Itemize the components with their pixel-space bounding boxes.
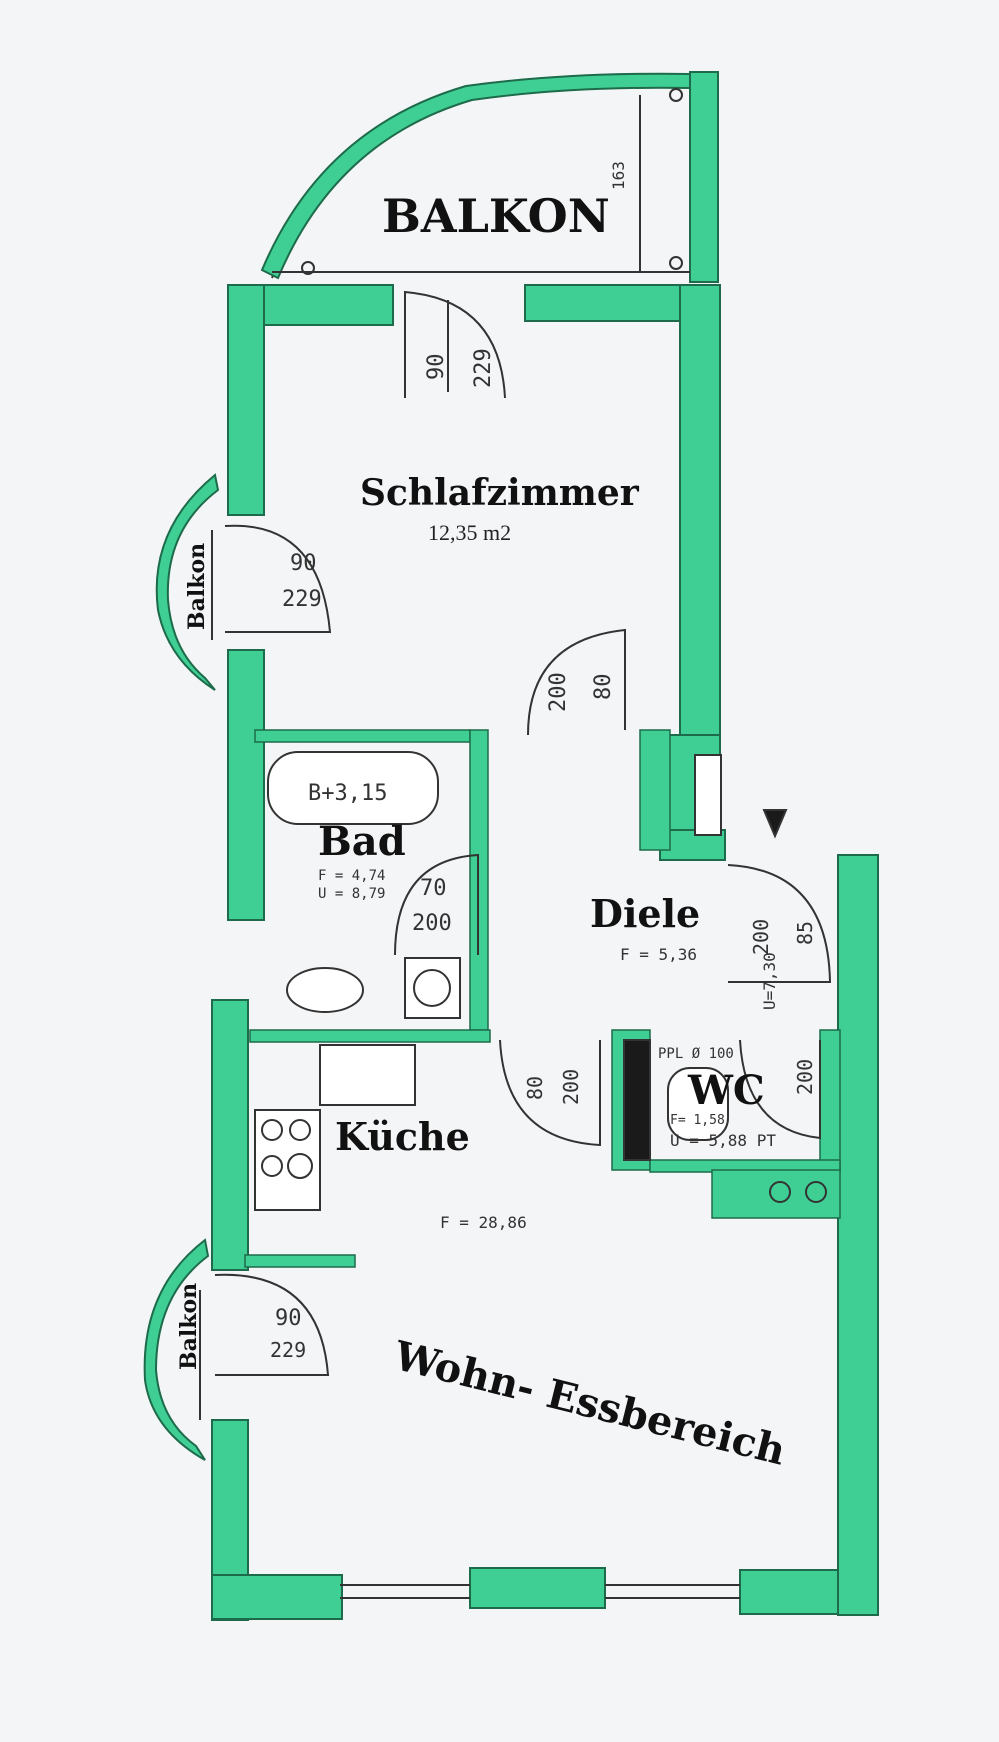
door-wc-height: 200 — [793, 1059, 817, 1095]
balkon-dimension: 163 — [609, 161, 628, 190]
kitchen-sink-icon — [319, 1044, 416, 1106]
wohn-label: Wohn- Essbereich — [389, 1332, 791, 1475]
shaft-icon — [623, 1039, 651, 1161]
door-left-height: 229 — [282, 587, 322, 612]
door-bad-width: 70 — [420, 876, 447, 901]
side-balcony-upper: Balkon — [155, 473, 220, 691]
door-top-width: 90 — [424, 354, 449, 381]
diele-f: F = 5,36 — [620, 945, 697, 964]
diele-label: Diele — [590, 891, 700, 936]
kueche-label: Küche — [335, 1114, 470, 1159]
door-left-width: 90 — [290, 551, 317, 576]
bathtub-icon — [267, 751, 439, 825]
wc-pipe: PPL Ø 100 — [658, 1046, 734, 1062]
bad-label: Bad — [318, 818, 406, 865]
meter-icon — [694, 754, 722, 836]
main-balcony: 163 — [260, 71, 719, 283]
door-schlaf-width: 80 — [591, 674, 616, 701]
door-entry-height: 200 — [749, 919, 773, 955]
windows — [340, 1584, 740, 1599]
wc-f: F= 1,58 — [670, 1113, 725, 1128]
doors: 90 229 90 229 200 80 70 200 200 85 U=7,3… — [214, 290, 832, 1376]
diele-u: U=7,30 — [760, 952, 779, 1010]
schlafzimmer-label: Schlafzimmer — [360, 472, 640, 514]
door-lower-width: 90 — [275, 1306, 302, 1331]
schlafzimmer-area: 12,35 m2 — [428, 520, 511, 545]
side-balcony-lower: Balkon — [143, 1238, 210, 1461]
door-schlaf-height: 200 — [546, 672, 571, 712]
door-kueche-width: 80 — [523, 1076, 547, 1100]
sink-icon — [286, 967, 364, 1013]
door-bad-height: 200 — [412, 911, 452, 936]
wohn-f: F = 28,86 — [440, 1213, 527, 1232]
wc-u: U = 5,88 PT — [670, 1131, 776, 1150]
door-entry-width: 85 — [793, 921, 817, 945]
balkon-main-label: BALKON — [382, 189, 610, 243]
wc-label: WC — [687, 1067, 765, 1114]
fixtures: B+3,15 — [254, 751, 827, 1211]
bad-u: U = 8,79 — [318, 886, 385, 902]
door-kueche-height: 200 — [559, 1069, 583, 1105]
door-lower-height: 229 — [270, 1338, 306, 1362]
bathtub-label: B+3,15 — [308, 781, 387, 806]
bad-f: F = 4,74 — [318, 868, 385, 884]
toilet-icon — [667, 1067, 729, 1141]
balkon-side-2-label: Balkon — [176, 1283, 202, 1370]
balkon-side-1-label: Balkon — [184, 543, 210, 630]
door-top-height: 229 — [471, 348, 496, 388]
